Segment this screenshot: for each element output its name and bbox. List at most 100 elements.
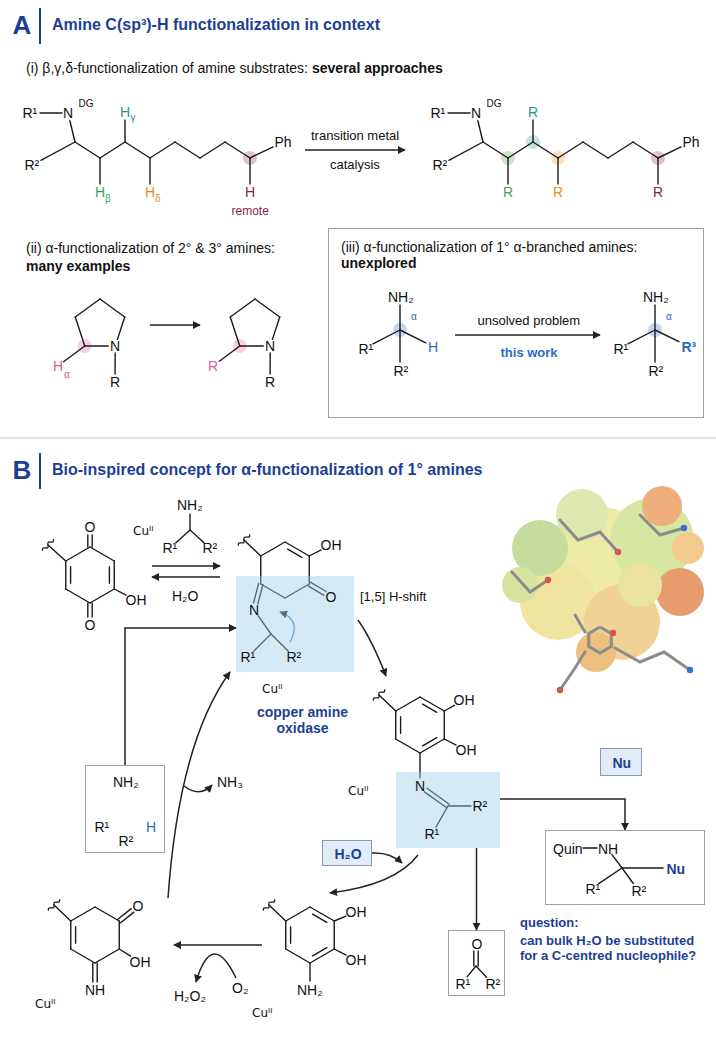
atom-label: NH₂ (643, 289, 669, 305)
bond-line (100, 142, 125, 158)
bond-line (149, 158, 150, 184)
bond-line (64, 346, 85, 362)
bond-line (71, 907, 95, 921)
bond-line (400, 330, 426, 343)
ketone-box: OR¹R² (448, 930, 505, 996)
stick-ring (589, 627, 612, 653)
reaction-connector (125, 628, 236, 765)
bond-line (286, 907, 310, 921)
bond-line (124, 120, 125, 142)
stick-atom (610, 630, 616, 636)
atom-label: δ (155, 193, 161, 205)
atom-label: H (428, 339, 438, 355)
atom-label: R¹ (456, 976, 471, 992)
bond-line (448, 112, 470, 113)
bond-line (654, 305, 655, 330)
bond-line (244, 540, 261, 556)
bond-line (225, 142, 250, 158)
protein-surface (618, 563, 662, 607)
protein-surface (672, 532, 704, 564)
atom-label: R¹ (431, 105, 446, 121)
protein-surface (656, 568, 704, 616)
atom-label: N (265, 338, 275, 354)
atom-label: remote (232, 205, 269, 219)
bond-line (99, 158, 100, 184)
reaction-arrow (305, 149, 405, 151)
atom-label: R (553, 184, 563, 200)
water-box: H₂O (322, 840, 372, 866)
caption-text: several approaches (312, 60, 443, 76)
bond-line (85, 345, 109, 346)
bond-line (628, 330, 655, 344)
highlight-region: NR²R¹ (396, 772, 500, 848)
product-box: QuinNHR¹R²Nu (545, 830, 705, 905)
bond-line (75, 317, 84, 346)
bond-line (608, 142, 633, 158)
metal-label: Cuᴵᴵ (133, 525, 153, 539)
atom-label: OH (321, 537, 342, 553)
bond-line (313, 914, 327, 922)
atom-label: O (472, 936, 483, 952)
stick-atom (557, 687, 563, 693)
atom-label: N (110, 338, 120, 354)
bond-line (557, 158, 558, 184)
metal-label: Cuᴵᴵ (35, 998, 55, 1012)
bond-line (75, 299, 100, 317)
stick-atom (687, 667, 693, 673)
divider-line (39, 8, 41, 44)
bond-line (400, 717, 401, 733)
bond-line (396, 697, 420, 711)
bond-line (91, 603, 92, 617)
protein-surface (642, 486, 682, 526)
reaction-arrow (150, 324, 200, 326)
caption-text: (i) β,γ,δ-functionalization of amine sub… (26, 60, 308, 76)
reaction-arrow (184, 785, 212, 792)
atom-label: β (105, 193, 111, 205)
atom-label: R¹ (23, 105, 38, 121)
bond-line (395, 711, 396, 739)
atom-label: γ (131, 112, 136, 124)
atom-label: α (666, 311, 672, 323)
atom-label: Nu (613, 755, 632, 771)
atom-label: R¹ (614, 341, 629, 357)
atom-label: NH₂ (388, 289, 414, 305)
bond-line (467, 966, 476, 977)
reaction-arrow (152, 576, 220, 578)
atom-label: O₂ (232, 980, 248, 996)
bond-line (654, 330, 655, 362)
bond-line (269, 905, 286, 921)
bond-line (109, 567, 110, 583)
atom-label: R¹ (95, 819, 110, 835)
bond-line (90, 589, 114, 603)
atom-label: R² (433, 157, 448, 173)
atom-label: N (63, 105, 73, 121)
atom-label: R² (649, 363, 664, 379)
bond-line (399, 330, 400, 362)
atom-label: H (245, 184, 255, 200)
reaction-arrow (152, 565, 220, 567)
stick-atom (615, 549, 621, 555)
bond-line (200, 142, 225, 158)
bond-line (70, 121, 75, 142)
bond-line (508, 142, 533, 158)
atom-label: NH₃ (217, 774, 243, 790)
atom-label: R² (287, 649, 302, 665)
caption-text: question: (520, 916, 579, 931)
wavy-bond (238, 534, 249, 546)
atom-label: R³ (682, 339, 697, 355)
bond-line (655, 330, 679, 342)
panel-letter: B (13, 456, 32, 486)
atom-label: α (64, 369, 70, 381)
atom-label: N (471, 105, 481, 121)
bond-line (423, 738, 437, 746)
atom-label: NH (85, 982, 105, 998)
bond-line (150, 142, 175, 158)
bond-line (334, 916, 346, 921)
caption-text: can bulk H₂O be substituted for a C-cent… (520, 934, 708, 964)
bond-line (95, 907, 119, 921)
atom-label: R (528, 104, 538, 120)
bond-line (118, 909, 131, 920)
bond-line (230, 317, 239, 346)
bond-line (255, 299, 280, 317)
atom-label: NH₂ (113, 774, 139, 790)
